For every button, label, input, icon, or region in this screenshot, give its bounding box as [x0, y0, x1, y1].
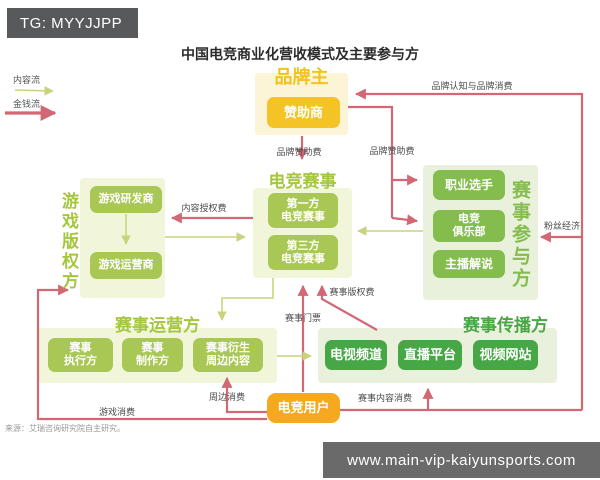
legend-content-flow-label: 内容流	[13, 75, 41, 85]
node-event-producer: 赛事 制作方	[122, 338, 183, 372]
label-event-content-consumption: 赛事内容消费	[357, 393, 413, 403]
line-sponsor-right-branch	[348, 105, 394, 218]
esports-event-group-title: 电竞赛事	[268, 172, 337, 191]
page-title: 中国电竞商业化营收模式及主要参与方	[181, 46, 419, 62]
arrow-sponsor-to-club	[391, 214, 419, 226]
node-pro-player: 职业选手	[433, 170, 505, 200]
broadcaster-group-title: 赛事传播方	[463, 316, 548, 335]
node-first-party-event: 第一方 电竞赛事	[268, 193, 338, 228]
label-game-consumption: 游戏消费	[98, 407, 136, 417]
legend-content-flow-arrow	[14, 85, 54, 96]
node-event-derivative: 赛事衍生 周边内容	[193, 338, 263, 372]
node-sponsor: 赞助商	[267, 97, 340, 128]
label-merch-consumption: 周边消费	[208, 392, 246, 402]
tg-watermark-badge: TG: MYYJJPP	[7, 8, 138, 38]
node-live-platform: 直播平台	[398, 340, 462, 370]
node-game-operator: 游戏运营商	[90, 252, 162, 279]
node-caster: 主播解说	[433, 250, 505, 278]
participants-group-title: 赛事参与方	[509, 180, 530, 290]
node-esports-user: 电竞用户	[267, 393, 340, 423]
label-fan-economy: 粉丝经济	[543, 221, 581, 231]
node-tv-channel: 电视频道	[325, 340, 387, 370]
label-content-license-fee: 内容授权费	[181, 203, 227, 213]
label-event-ticket: 赛事门票	[284, 313, 322, 323]
site-watermark: www.main-vip-kaiyunsports.com	[323, 442, 600, 478]
node-event-executor: 赛事 执行方	[48, 338, 113, 372]
node-third-party-event: 第三方 电竞赛事	[268, 235, 338, 270]
node-esports-club: 电竞 俱乐部	[433, 210, 505, 242]
label-brand-sponsor-fee-right: 品牌赞助费	[369, 146, 415, 156]
label-brand-sponsor-fee-left: 品牌赞助费	[276, 147, 322, 157]
legend-money-flow-label: 金钱流	[13, 99, 41, 109]
node-video-site: 视频网站	[473, 340, 538, 370]
label-brand-awareness: 品牌认知与品牌消费	[431, 81, 513, 91]
game-ip-group-title: 游戏版权方	[59, 192, 78, 292]
brand-group-title: 品牌主	[274, 67, 329, 87]
label-event-copyright-fee: 赛事版权费	[329, 287, 375, 297]
node-game-developer: 游戏研发商	[90, 186, 162, 213]
event-operator-group-title: 赛事运营方	[115, 316, 200, 335]
source-note: 来源：艾瑞咨询研究院自主研究。	[5, 424, 125, 433]
